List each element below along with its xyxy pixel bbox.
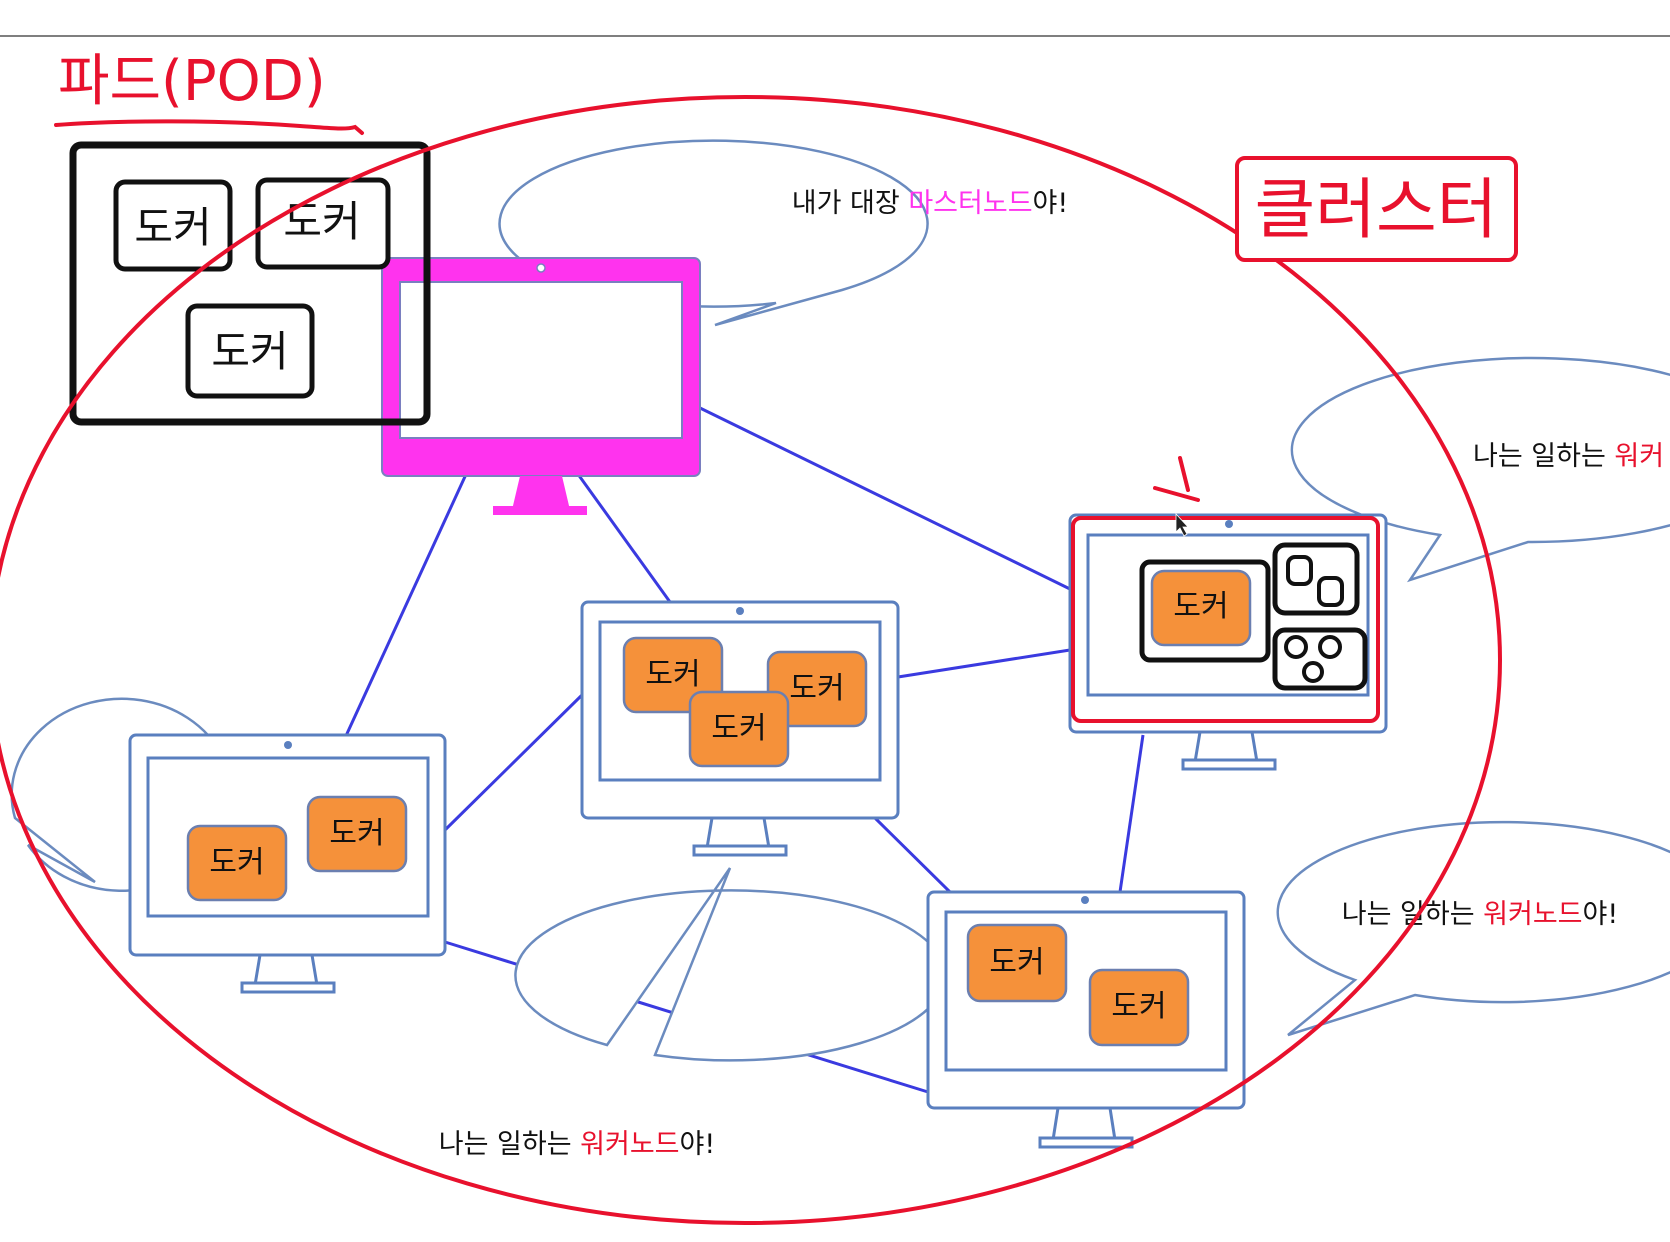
pod-box — [1139, 559, 1271, 663]
docker-label: 도커 — [209, 845, 264, 880]
node-highlight-box — [1071, 516, 1380, 723]
pods-in-right-node — [1139, 542, 1368, 691]
link-master-worker-left — [343, 469, 470, 739]
worker-bubble-right-bottom-text: 나는 일하는 워커노드야! — [1342, 899, 1618, 930]
link-left-center — [443, 693, 584, 832]
mouse-cursor-icon — [1175, 512, 1189, 537]
docker-label: 도커 — [789, 671, 844, 706]
pod-illustration: 도커 도커 도커 — [69, 141, 431, 426]
docker-container: 도커 — [688, 690, 790, 768]
pod-docker-box: 도커 — [185, 303, 315, 399]
docker-container: 도커 — [186, 824, 288, 902]
docker-label: 도커 — [989, 945, 1044, 980]
link-master-worker-center — [573, 469, 672, 603]
pod-title: 파드(POD) — [58, 49, 326, 114]
docker-container: 도커 — [1150, 569, 1252, 647]
cluster-title: 클러스터 — [1255, 171, 1498, 248]
worker-bubble-bottom-text: 나는 일하는 워커노드야! — [439, 1129, 715, 1160]
container-small — [1302, 661, 1324, 683]
svg-text:도커: 도커 — [134, 203, 211, 252]
container-small — [1286, 555, 1313, 586]
pod-box — [1272, 627, 1368, 691]
pod-box — [1272, 542, 1360, 616]
container-small — [1284, 635, 1308, 659]
container-small — [1318, 635, 1342, 659]
docker-container: 도커 — [766, 650, 868, 728]
master-bubble-text: 내가 대장 마스터노드야! — [792, 188, 1068, 219]
docker-label: 도커 — [645, 657, 700, 692]
link-right-bottomright — [1118, 734, 1145, 893]
bubble-worker-right-bottom — [1276, 820, 1670, 1037]
docker-container: 도커 — [1088, 968, 1190, 1047]
annotation-check-mark — [1153, 456, 1200, 502]
docker-label: 도커 — [1111, 989, 1166, 1024]
pod-docker-box: 도커 — [113, 179, 233, 272]
cluster-boundary — [0, 95, 1502, 1225]
pod-title-underline — [54, 119, 364, 135]
link-master-worker-right — [699, 406, 1073, 592]
docker-container: 도커 — [306, 795, 408, 873]
docker-containers: 도커 도커 도커 도커 도커 도커 도커 도커 — [186, 569, 1252, 1047]
bubble-worker-right-top — [1290, 356, 1670, 583]
docker-label: 도커 — [329, 816, 384, 851]
worker-bubble-right-top-text: 나는 일하는 워커 — [1473, 441, 1664, 472]
master-node-monitor — [381, 257, 701, 515]
docker-label: 도커 — [1173, 589, 1228, 624]
docker-container: 도커 — [966, 923, 1068, 1003]
bubble-worker-bottom — [514, 867, 947, 1062]
cluster-title-box: 클러스터 — [1235, 156, 1518, 262]
link-center-right — [897, 648, 1071, 679]
pod-docker-box: 도커 — [255, 177, 391, 270]
docker-label: 도커 — [711, 711, 766, 746]
link-center-bottomright — [873, 816, 952, 894]
container-small — [1317, 576, 1344, 607]
svg-text:도커: 도커 — [211, 327, 288, 376]
svg-text:도커: 도커 — [283, 197, 360, 246]
